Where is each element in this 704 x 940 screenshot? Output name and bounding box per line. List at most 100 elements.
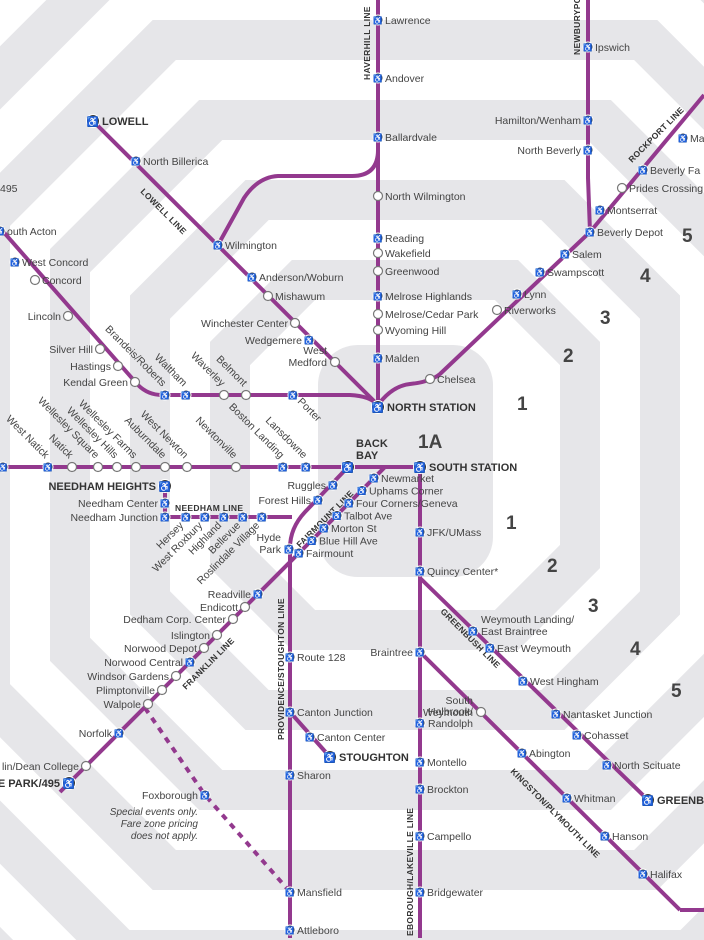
station[interactable]: ♿Canton Junction — [284, 706, 373, 719]
station[interactable]: Norwood Depot — [124, 642, 210, 655]
station[interactable]: ♿Wedgemere — [245, 334, 315, 347]
station[interactable]: ♿Attleboro — [284, 924, 339, 937]
station[interactable]: Walpole — [103, 698, 154, 711]
station[interactable]: ♿Lawrence — [372, 14, 431, 27]
wheelchair-icon: ♿ — [257, 513, 266, 522]
station[interactable]: Melrose/Cedar Park — [372, 308, 480, 321]
station[interactable]: ♿Blue Hill Ave — [306, 535, 378, 548]
station[interactable]: ♿Sharon — [284, 769, 331, 782]
station[interactable]: Endicott — [200, 601, 251, 614]
station[interactable]: Chelsea — [424, 373, 476, 386]
station[interactable]: ♿Quincy Center* — [414, 565, 498, 578]
station[interactable]: ♿Ruggles — [287, 479, 339, 492]
station[interactable]: ♿West Natick — [3, 413, 54, 473]
station[interactable]: ♿NEEDHAM HEIGHTS — [48, 479, 172, 494]
station[interactable]: ♿Forest Hills — [258, 494, 324, 507]
station[interactable]: Windsor Gardens — [87, 670, 182, 683]
newburyport-line — [586, 0, 592, 233]
station[interactable]: ♿Needham Center — [78, 497, 171, 510]
station[interactable]: Wakefield — [372, 247, 431, 260]
station[interactable]: Dedham Corp. Center — [123, 613, 239, 626]
station[interactable]: ♿Norwood Central — [104, 656, 196, 669]
station[interactable]: Silver Hill — [49, 343, 106, 356]
station[interactable]: Wyoming Hill — [372, 324, 447, 337]
station[interactable]: ♿Montello — [414, 756, 467, 769]
station[interactable]: ♿GREENB — [641, 793, 704, 808]
station[interactable]: Hastings — [70, 360, 124, 373]
station[interactable]: ♿North Scituate — [601, 759, 681, 772]
station[interactable]: Mishawum — [262, 290, 326, 303]
station[interactable]: ♿Beverly Fa — [637, 164, 700, 177]
station[interactable]: ♿Uphams Corner — [356, 485, 444, 498]
station[interactable]: ♿ — [0, 461, 9, 473]
station[interactable]: ♿outh Acton — [0, 225, 57, 238]
station[interactable]: ♿Swampscott — [534, 266, 604, 279]
station[interactable]: ♿Ipswich — [582, 41, 630, 54]
station[interactable]: ♿Weymouth Landing/East Braintree — [467, 614, 574, 638]
station[interactable]: Riverworks — [491, 304, 556, 317]
station[interactable]: Plimptonville — [96, 684, 168, 697]
station[interactable]: ♿Norfolk — [79, 727, 125, 740]
station[interactable]: ♿Bridgewater — [414, 886, 484, 899]
station[interactable]: ♿Foxborough — [142, 789, 211, 802]
station[interactable]: ♿Hanson — [599, 830, 648, 843]
station[interactable]: ♿Brockton — [414, 783, 469, 796]
station[interactable]: ♿Morton St — [318, 522, 377, 535]
station[interactable]: ♿Malden — [372, 352, 420, 365]
station[interactable]: Prides Crossing — [616, 182, 704, 195]
station[interactable]: ♿Route 128 — [284, 651, 346, 664]
station[interactable]: ♿Holbrook/Randolph — [414, 706, 473, 730]
station[interactable]: ♿Campello — [414, 830, 472, 843]
station[interactable]: ♿NORTH STATION — [371, 400, 476, 415]
station[interactable]: ♿Melrose Highlands — [372, 290, 472, 303]
station[interactable]: ♿STOUGHTON — [323, 750, 409, 765]
station[interactable]: Kendal Green — [63, 376, 141, 389]
station[interactable]: ♿Salem — [559, 248, 602, 261]
station[interactable]: ♿LOWELL — [86, 114, 149, 129]
station[interactable]: ♿Readville — [208, 588, 264, 601]
station[interactable]: ♿Canton Center — [304, 731, 386, 744]
station[interactable]: ♿SOUTH STATION — [413, 460, 518, 475]
station[interactable]: ♿E PARK/495 — [0, 776, 76, 791]
station[interactable]: ♿North Billerica — [130, 155, 209, 168]
station[interactable]: Lincoln — [28, 310, 74, 323]
station[interactable]: ♿Reading — [372, 232, 424, 245]
station[interactable]: ♿East Weymouth — [484, 642, 571, 655]
station[interactable]: lin/Dean College — [2, 760, 92, 773]
station[interactable]: ♿Halifax — [637, 868, 683, 881]
station[interactable]: ♿Andover — [372, 72, 425, 85]
wheelchair-icon: ♿ — [285, 708, 294, 717]
station[interactable]: ♿Braintree — [370, 646, 426, 659]
station[interactable]: ♿West Hingham — [517, 675, 599, 688]
station[interactable]: ♿Nantasket Junction — [550, 708, 652, 721]
station[interactable]: ♿Manc — [677, 132, 704, 145]
station[interactable]: ♿Anderson/Woburn — [246, 271, 344, 284]
station[interactable]: ♿Beverly Depot — [584, 226, 663, 239]
station[interactable]: ♿Montserrat — [594, 204, 657, 217]
station[interactable]: ♿Whitman — [561, 792, 616, 805]
station[interactable]: Islington — [171, 629, 223, 642]
station[interactable]: ♿Cohasset — [571, 729, 628, 742]
station[interactable]: ♿Hamilton/Wenham — [495, 114, 594, 127]
station[interactable]: ♿Fairmount — [293, 547, 353, 560]
station[interactable]: ♿Four Corners/Geneva — [343, 497, 458, 510]
station[interactable]: Concord — [29, 274, 82, 287]
station[interactable]: ♿West Concord — [9, 256, 88, 269]
station[interactable]: ♿JFK/UMass — [414, 526, 481, 539]
station[interactable]: North Wilmington — [372, 190, 466, 203]
station[interactable]: ♿Talbot Ave — [331, 510, 392, 523]
station[interactable]: ♿Needham Junction — [70, 511, 171, 524]
station[interactable]: ♿Abington — [516, 747, 571, 760]
station[interactable]: ♿Wilmington — [212, 239, 277, 252]
station[interactable]: Winchester Center — [201, 317, 301, 330]
station[interactable]: Greenwood — [372, 265, 440, 278]
station[interactable]: ♿Mansfield — [284, 886, 342, 899]
station[interactable]: ♿Newmarket — [368, 472, 434, 485]
station[interactable]: ♿North Beverly — [517, 144, 594, 157]
station[interactable]: ♿Lynn — [511, 288, 547, 301]
station[interactable]: ♿Ballardvale — [372, 131, 437, 144]
